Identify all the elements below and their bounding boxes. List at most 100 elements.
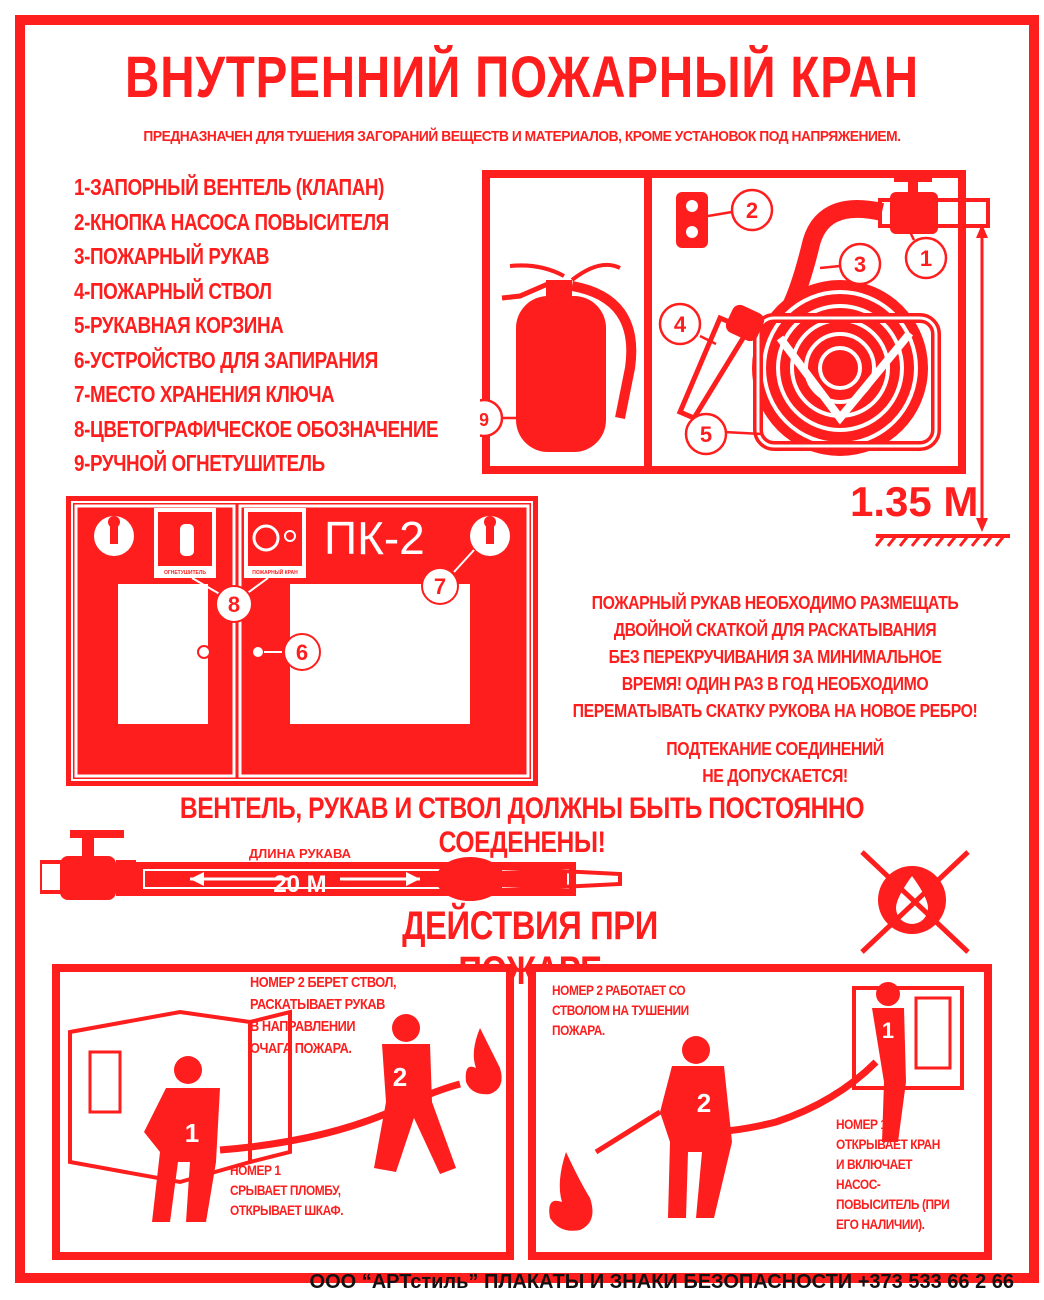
footer-contact: ООО “АРТстиль” ПЛАКАТЫ И ЗНАКИ БЕЗОПАСНО… [309,1271,1014,1293]
legend-item: 5-РУКАВНАЯ КОРЗИНА [74,312,284,338]
poster-title: ВНУТРЕННИЙ ПОЖАРНЫЙ КРАН [125,45,919,110]
legend-item: 8-ЦВЕТОГРАФИЧЕСКОЕ ОБОЗНАЧЕНИЕ [74,415,439,442]
valve-icon [878,174,990,234]
hose-length-caption: ДЛИНА РУКАВА [249,846,352,861]
callout-6 [283,633,321,671]
poster-subtitle: ПРЕДНАЗНАЧЕН ДЛЯ ТУШЕНИЯ ЗАГОРАНИЙ ВЕЩЕС… [143,128,901,145]
lock-right [251,645,265,659]
callout-9-label: 9 [480,410,489,430]
callout-6-label: 6 [296,640,308,665]
caption-line: И ВКЛЮЧАЕТ НАСОС- [836,1156,913,1192]
callout-3-label: 3 [854,252,866,277]
pump-button-icon [676,192,708,248]
fire-icon [465,1028,502,1095]
right-top-caption: НОМЕР 2 РАБОТАЕТ СО СТВОЛОМ НА ТУШЕНИИ П… [552,980,752,1040]
storage-note: ПОЖАРНЫЙ РУКАВ НЕОБХОДИМО РАЗМЕЩАТЬ ДВОЙ… [540,590,1010,725]
left-top-caption: НОМЕР 2 БЕРЕТ СТВОЛ, РАСКАТЫВАЕТ РУКАВ В… [250,972,450,1060]
cabinet-open-icon [68,1009,292,1185]
legend-item: 1-ЗАПОРНЫЙ ВЕНТЕЛЬ (КЛАПАН) [74,174,384,200]
hose-line [219,1080,461,1154]
right-door [238,504,530,778]
callout-4-label: 4 [674,312,687,337]
cross-line [860,850,970,954]
person-1-label: 1 [185,1118,199,1148]
legend-item: 2-КНОПКА НАСОСА ПОВЫСИТЕЛЯ [74,208,389,235]
legend-item: 4-ПОЖАРНЫЙ СТВОЛ [74,277,272,304]
hose-sign-label: ПОЖАРНЫЙ КРАН [252,568,298,576]
cabinet-exterior-diagram: ОГНЕТУШИТЕЛЬ ПОЖАРНЫЙ КРАН ПК-2 8 6 7 [66,496,538,786]
water-spray [594,1109,662,1155]
callout-8-label: 8 [228,592,240,617]
hose-sign: ПОЖАРНЫЙ КРАН [244,508,306,578]
left-bottom-caption: НОМЕР 1 СРЫВАЕТ ПЛОМБУ, ОТКРЫВАЕТ ШКАФ. [230,1160,430,1220]
extinguisher-icon [501,263,637,452]
valve-icon [40,830,136,900]
legend-item: 3-ПОЖАРНЫЙ РУКАВ [74,243,270,269]
callout-2-label: 2 [746,198,758,223]
caption-line: НОМЕР 2 РАБОТАЕТ СО [552,982,686,998]
right-bottom-caption: НОМЕР 1 ОТКРЫВАЕТ КРАН И ВКЛЮЧАЕТ НАСОС-… [836,1114,976,1234]
caption-line: ОТКРЫВАЕТ ШКАФ. [230,1202,344,1218]
callout-1 [904,236,948,280]
leak-note: ПОДТЕКАНИЕ СОЕДИНЕНИЙ НЕ ДОПУСКАЕТСЯ! [560,736,990,790]
left-door [74,504,236,778]
height-label: 1.35 М [850,478,978,525]
person-2-icon [374,1014,456,1174]
hose-length-value: 20 М [273,871,326,898]
callout-4 [658,302,702,346]
caption-line: НОМЕР 2 БЕРЕТ СТВОЛ, [250,974,397,991]
leak-note-line: НЕ ДОПУСКАЕТСЯ! [702,766,848,786]
connected-warning: ВЕНТЕЛЬ, РУКАВ И СТВОЛ ДОЛЖНЫ БЫТЬ ПОСТО… [179,792,865,859]
callout-7-label: 7 [434,574,446,599]
key-icon [470,516,510,556]
callout-5-label: 5 [700,422,712,447]
fire-icon [549,1152,593,1231]
callout-2 [730,188,774,232]
storage-note-line: ДВОЙНОЙ СКАТКОЙ ДЛЯ РАСКАТЫВАНИЯ [613,620,937,640]
action-scene-left: 1 2 [68,1009,502,1222]
caption-line: СРЫВАЕТ ПЛОМБУ, [230,1182,341,1198]
cabinet-label: ПК-2 [324,512,425,564]
cabinet-icon [852,986,964,1090]
caption-line: ЕГО НАЛИЧИИ). [836,1216,925,1232]
hose-reel-icon [752,280,941,456]
extinguisher-sign: ОГНЕТУШИТЕЛЬ [154,508,216,578]
callout-9 [480,398,504,438]
cabinet-outline [482,170,966,474]
caption-line: РАСКАТЫВАЕТ РУКАВ [250,996,385,1013]
callout-7 [421,567,459,605]
callout-3 [838,242,882,286]
storage-note-line: ПОЖАРНЫЙ РУКАВ НЕОБХОДИМО РАЗМЕЩАТЬ [591,593,959,613]
person-2-label: 2 [697,1088,711,1118]
extinguisher-sign-label: ОГНЕТУШИТЕЛЬ [164,570,206,576]
person-2-icon [660,1036,732,1218]
storage-note-line: ПЕРЕМАТЫВАТЬ СКАТКУ РУКОВА НА НОВОЕ РЕБР… [572,701,978,721]
person-1-icon [144,1056,220,1222]
cabinet-interior-diagram: 1.35 М 2 1 3 4 5 9 [480,170,1010,547]
storage-note-line: ВРЕМЯ! ОДИН РАЗ В ГОД НЕОБХОДИМО [621,674,929,694]
caption-line: В НАПРАВЛЕНИИ [250,1018,356,1035]
caption-line: НОМЕР 1 [230,1162,281,1178]
callout-8 [215,585,253,623]
legend-item: 7-МЕСТО ХРАНЕНИЯ КЛЮЧА [74,381,335,407]
nozzle-icon [436,857,622,901]
legend-item: 6-УСТРОЙСТВО ДЛЯ ЗАПИРАНИЯ [74,346,378,373]
left-door-window [118,584,208,724]
action-scene-right: 1 2 [549,982,964,1231]
caption-line: ПОЖАРА. [552,1022,605,1038]
caption-line: НОМЕР 1 [836,1116,887,1132]
person-2-label: 2 [393,1062,407,1092]
leak-note-line: ПОДТЕКАНИЕ СОЕДИНЕНИЙ [666,739,884,759]
storage-note-line: БЕЗ ПЕРЕКРУЧИВАНИЯ ЗА МИНИМАЛЬНОЕ [608,647,942,667]
person-1-label: 1 [882,1018,894,1043]
lock-left [197,645,211,659]
no-water-sign [860,850,970,954]
callout-5 [684,412,728,456]
key-icon [94,516,134,556]
caption-line: ОЧАГА ПОЖАРА. [250,1040,352,1057]
legend-list: 1-ЗАПОРНЫЙ ВЕНТЕЛЬ (КЛАПАН) 2-КНОПКА НАС… [74,170,494,481]
caption-line: ПОВЫСИТЕЛЬ (ПРИ [836,1196,950,1212]
caption-line: ОТКРЫВАЕТ КРАН [836,1136,940,1152]
legend-item: 9-РУЧНОЙ ОГНЕТУШИТЕЛЬ [74,450,325,476]
person-1-icon [872,982,906,1142]
